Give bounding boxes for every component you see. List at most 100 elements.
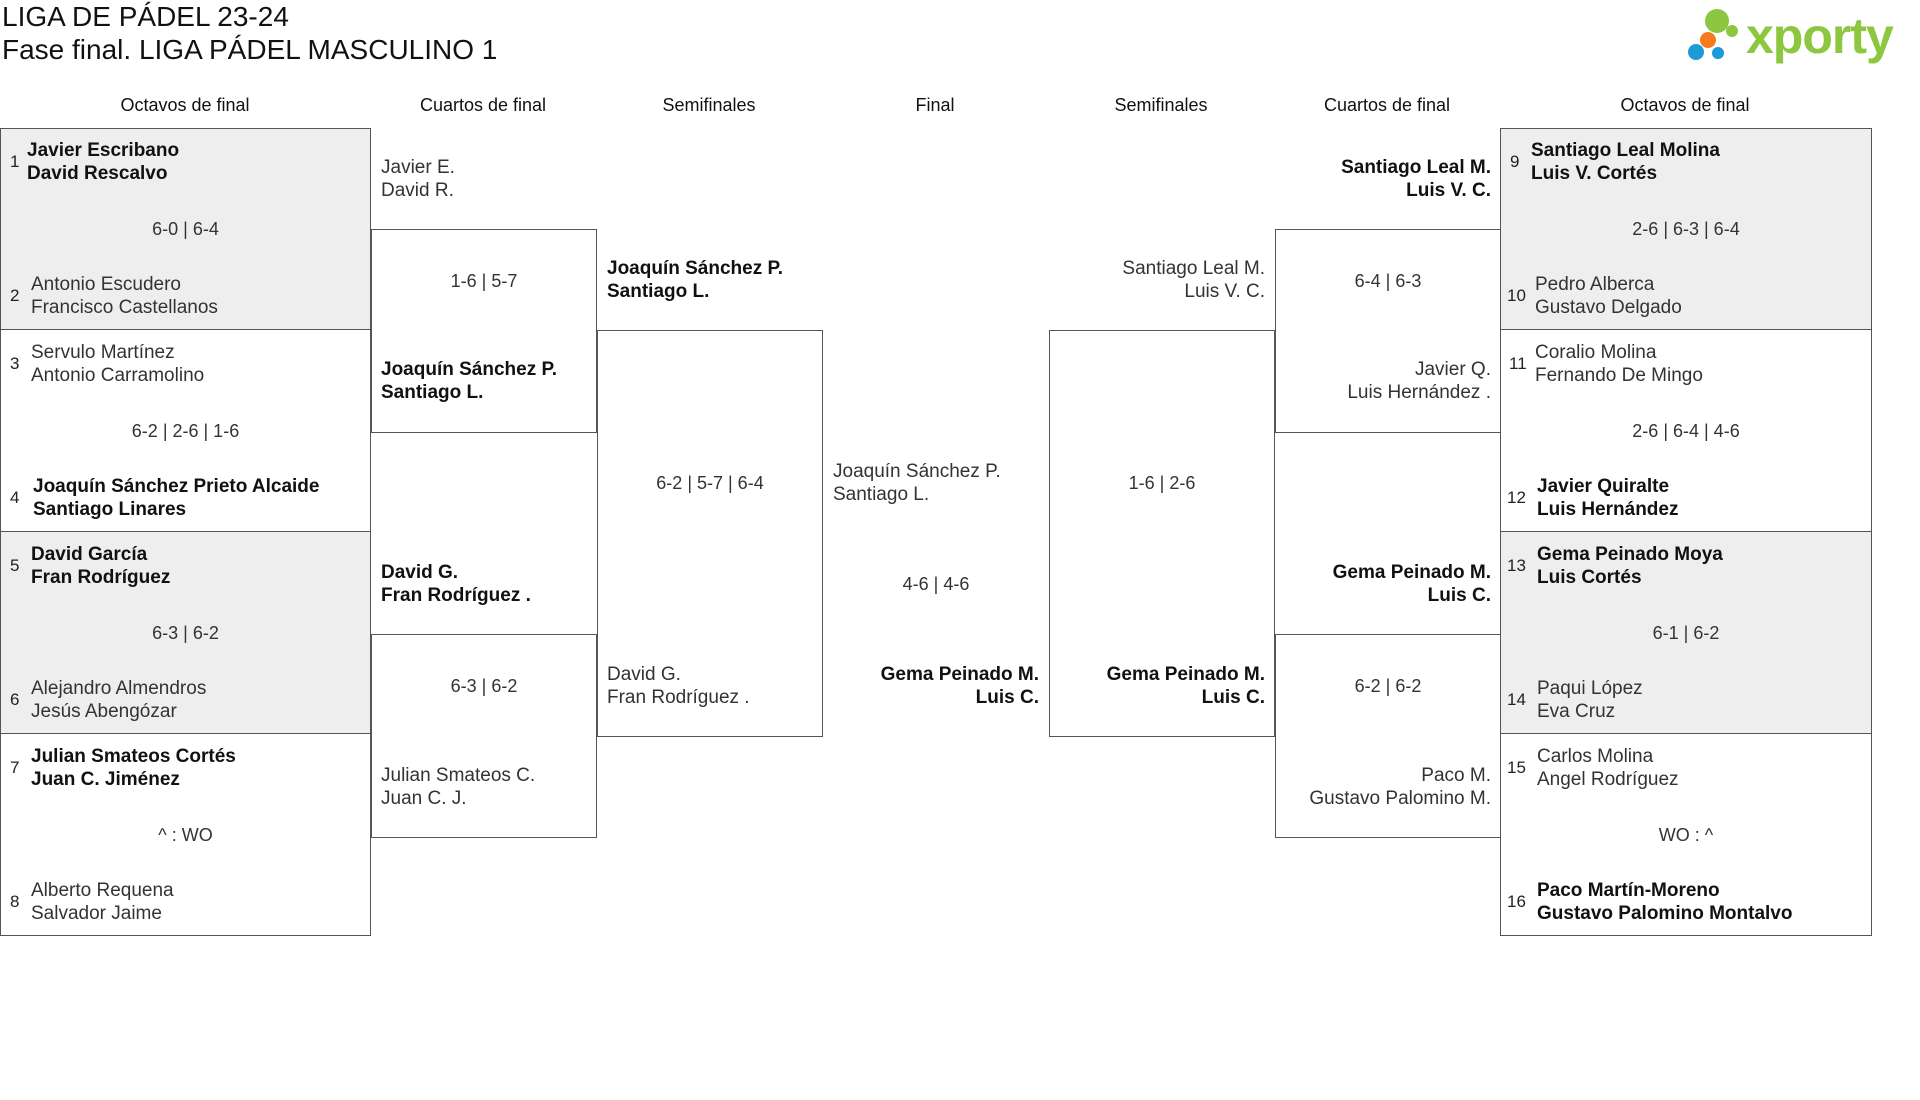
seed-number: 11 bbox=[1509, 354, 1527, 373]
player-name: Jesús Abengózar bbox=[31, 701, 177, 722]
match-score: ^ : WO bbox=[158, 825, 213, 845]
final-team-winner[interactable]: Gema Peinado M. Luis C. bbox=[823, 663, 1039, 709]
player-name: Luis V. C. bbox=[1184, 281, 1265, 302]
player-name: Francisco Castellanos bbox=[31, 297, 218, 318]
player-name: David García bbox=[31, 544, 148, 565]
seed-number: 10 bbox=[1507, 286, 1526, 305]
player-name: Julian Smateos C. bbox=[381, 765, 536, 786]
match-score: 1-6 | 2-6 bbox=[1128, 473, 1196, 493]
semi-team[interactable]: Santiago Leal M. Luis V. C. bbox=[1049, 257, 1265, 303]
player-name: Joaquín Sánchez Prieto Alcaide bbox=[33, 476, 320, 497]
seed-number: 2 bbox=[10, 286, 20, 305]
cuartos-team-winner[interactable]: David G. Fran Rodríguez . bbox=[381, 561, 531, 607]
player-name: Santiago L. bbox=[607, 281, 710, 302]
team-loser[interactable]: Carlos Molina Angel Rodríguez bbox=[1537, 745, 1679, 791]
player-name: Santiago L. bbox=[381, 382, 484, 403]
semi-match-right bbox=[1049, 330, 1275, 737]
team-loser[interactable]: Servulo Martínez Antonio Carramolino bbox=[31, 341, 204, 387]
logo-dots-icon bbox=[1688, 9, 1738, 60]
seed-number: 16 bbox=[1507, 892, 1526, 911]
match-score: 6-4 | 6-3 bbox=[1354, 271, 1422, 291]
team-winner[interactable]: Santiago Leal Molina Luis V. Cortés bbox=[1531, 139, 1720, 185]
player-name: Pedro Alberca bbox=[1535, 274, 1655, 295]
player-name: Gustavo Delgado bbox=[1535, 297, 1682, 318]
team-winner[interactable]: Joaquín Sánchez Prieto Alcaide Santiago … bbox=[33, 475, 319, 521]
page-title: LIGA DE PÁDEL 23-24 bbox=[2, 1, 289, 32]
team-winner[interactable]: Gema Peinado Moya Luis Cortés bbox=[1537, 543, 1723, 589]
seed-number: 9 bbox=[1510, 152, 1520, 171]
player-name: Gema Peinado M. bbox=[880, 664, 1039, 685]
player-name: Luis C. bbox=[1427, 585, 1491, 606]
player-name: Joaquín Sánchez P. bbox=[607, 258, 783, 279]
semi-team[interactable]: David G. Fran Rodríguez . bbox=[607, 663, 750, 709]
player-name: Paco M. bbox=[1421, 765, 1491, 786]
team-loser[interactable]: Alberto Requena Salvador Jaime bbox=[31, 879, 174, 925]
team-loser[interactable]: Alejandro Almendros Jesús Abengózar bbox=[31, 677, 206, 723]
team-loser[interactable]: Pedro Alberca Gustavo Delgado bbox=[1535, 273, 1682, 319]
seed-number: 4 bbox=[10, 488, 20, 507]
octavos-match-3 bbox=[0, 531, 371, 734]
match-score: 1-6 | 5-7 bbox=[450, 271, 518, 291]
match-score: 6-0 | 6-4 bbox=[152, 219, 219, 239]
player-name: Salvador Jaime bbox=[31, 903, 162, 924]
seed-number: 12 bbox=[1507, 488, 1526, 507]
player-name: Santiago L. bbox=[833, 484, 930, 505]
player-name: Javier Escribano bbox=[27, 140, 180, 161]
seed-number: 5 bbox=[10, 556, 20, 575]
team-winner[interactable]: Julian Smateos Cortés Juan C. Jiménez bbox=[31, 745, 236, 791]
player-name: David Rescalvo bbox=[27, 163, 168, 184]
cuartos-team[interactable]: Javier Q. Luis Hernández . bbox=[1275, 358, 1491, 404]
col-header-semis-right: Semifinales bbox=[1114, 95, 1208, 115]
col-header-octavos-left: Octavos de final bbox=[120, 95, 250, 115]
octavos-match-8 bbox=[1500, 733, 1872, 936]
player-name: Santiago Leal Molina bbox=[1531, 140, 1720, 161]
match-score: 6-1 | 6-2 bbox=[1652, 623, 1720, 643]
player-name: Antonio Carramolino bbox=[31, 365, 205, 386]
team-winner[interactable]: Javier Escribano David Rescalvo bbox=[27, 139, 179, 185]
match-score: 6-2 | 6-2 bbox=[1354, 676, 1422, 696]
team-winner[interactable]: Paco Martín-Moreno Gustavo Palomino Mont… bbox=[1537, 879, 1792, 925]
match-score: 6-3 | 6-2 bbox=[152, 623, 219, 643]
player-name: Juan C. Jiménez bbox=[31, 769, 180, 790]
col-header-cuartos-left: Cuartos de final bbox=[419, 95, 547, 115]
semi-team-winner[interactable]: Gema Peinado M. Luis C. bbox=[1049, 663, 1265, 709]
match-score: 6-3 | 6-2 bbox=[450, 676, 518, 696]
player-name: Santiago Linares bbox=[33, 499, 187, 520]
match-score: 6-2 | 2-6 | 1-6 bbox=[131, 421, 240, 441]
player-name: Luis C. bbox=[1201, 687, 1265, 708]
player-name: Juan C. J. bbox=[381, 788, 467, 809]
seed-number: 6 bbox=[10, 690, 20, 709]
final-score: 4-6 | 4-6 bbox=[902, 574, 970, 594]
team-loser[interactable]: Antonio Escudero Francisco Castellanos bbox=[31, 273, 218, 319]
final-team[interactable]: Joaquín Sánchez P. Santiago L. bbox=[833, 460, 1001, 506]
cuartos-team-winner[interactable]: Santiago Leal M. Luis V. C. bbox=[1275, 156, 1491, 202]
cuartos-team[interactable]: Paco M. Gustavo Palomino M. bbox=[1275, 764, 1491, 810]
player-name: Luis Hernández bbox=[1537, 499, 1679, 520]
seed-number: 3 bbox=[10, 354, 20, 373]
player-name: Gema Peinado M. bbox=[1106, 664, 1265, 685]
seed-number: 14 bbox=[1507, 690, 1526, 709]
cuartos-team-winner[interactable]: Joaquín Sánchez P. Santiago L. bbox=[381, 358, 557, 404]
semi-match-left bbox=[597, 330, 823, 737]
team-winner[interactable]: David García Fran Rodríguez bbox=[31, 543, 170, 589]
player-name: Gustavo Palomino M. bbox=[1309, 788, 1491, 809]
semi-team-winner[interactable]: Joaquín Sánchez P. Santiago L. bbox=[607, 257, 783, 303]
player-name: Gema Peinado Moya bbox=[1537, 544, 1723, 565]
match-score: WO : ^ bbox=[1658, 825, 1714, 845]
octavos-match-4 bbox=[0, 733, 371, 936]
cuartos-team-winner[interactable]: Gema Peinado M. Luis C. bbox=[1275, 561, 1491, 607]
player-name: Luis Cortés bbox=[1537, 567, 1642, 588]
col-header-cuartos-right: Cuartos de final bbox=[1323, 95, 1451, 115]
player-name: Gustavo Palomino Montalvo bbox=[1537, 903, 1793, 924]
player-name: Javier Q. bbox=[1414, 359, 1491, 380]
player-name: Paqui López bbox=[1537, 678, 1643, 699]
player-name: Fernando De Mingo bbox=[1535, 365, 1703, 386]
player-name: David G. bbox=[381, 562, 459, 583]
player-name: Antonio Escudero bbox=[31, 274, 181, 295]
team-loser[interactable]: Coralio Molina Fernando De Mingo bbox=[1535, 341, 1703, 387]
team-loser[interactable]: Paqui López Eva Cruz bbox=[1537, 677, 1643, 723]
cuartos-team[interactable]: Javier E. David R. bbox=[381, 156, 455, 202]
cuartos-team[interactable]: Julian Smateos C. Juan C. J. bbox=[381, 764, 535, 810]
team-winner[interactable]: Javier Quiralte Luis Hernández bbox=[1537, 475, 1678, 521]
match-score: 2-6 | 6-4 | 4-6 bbox=[1632, 421, 1740, 441]
